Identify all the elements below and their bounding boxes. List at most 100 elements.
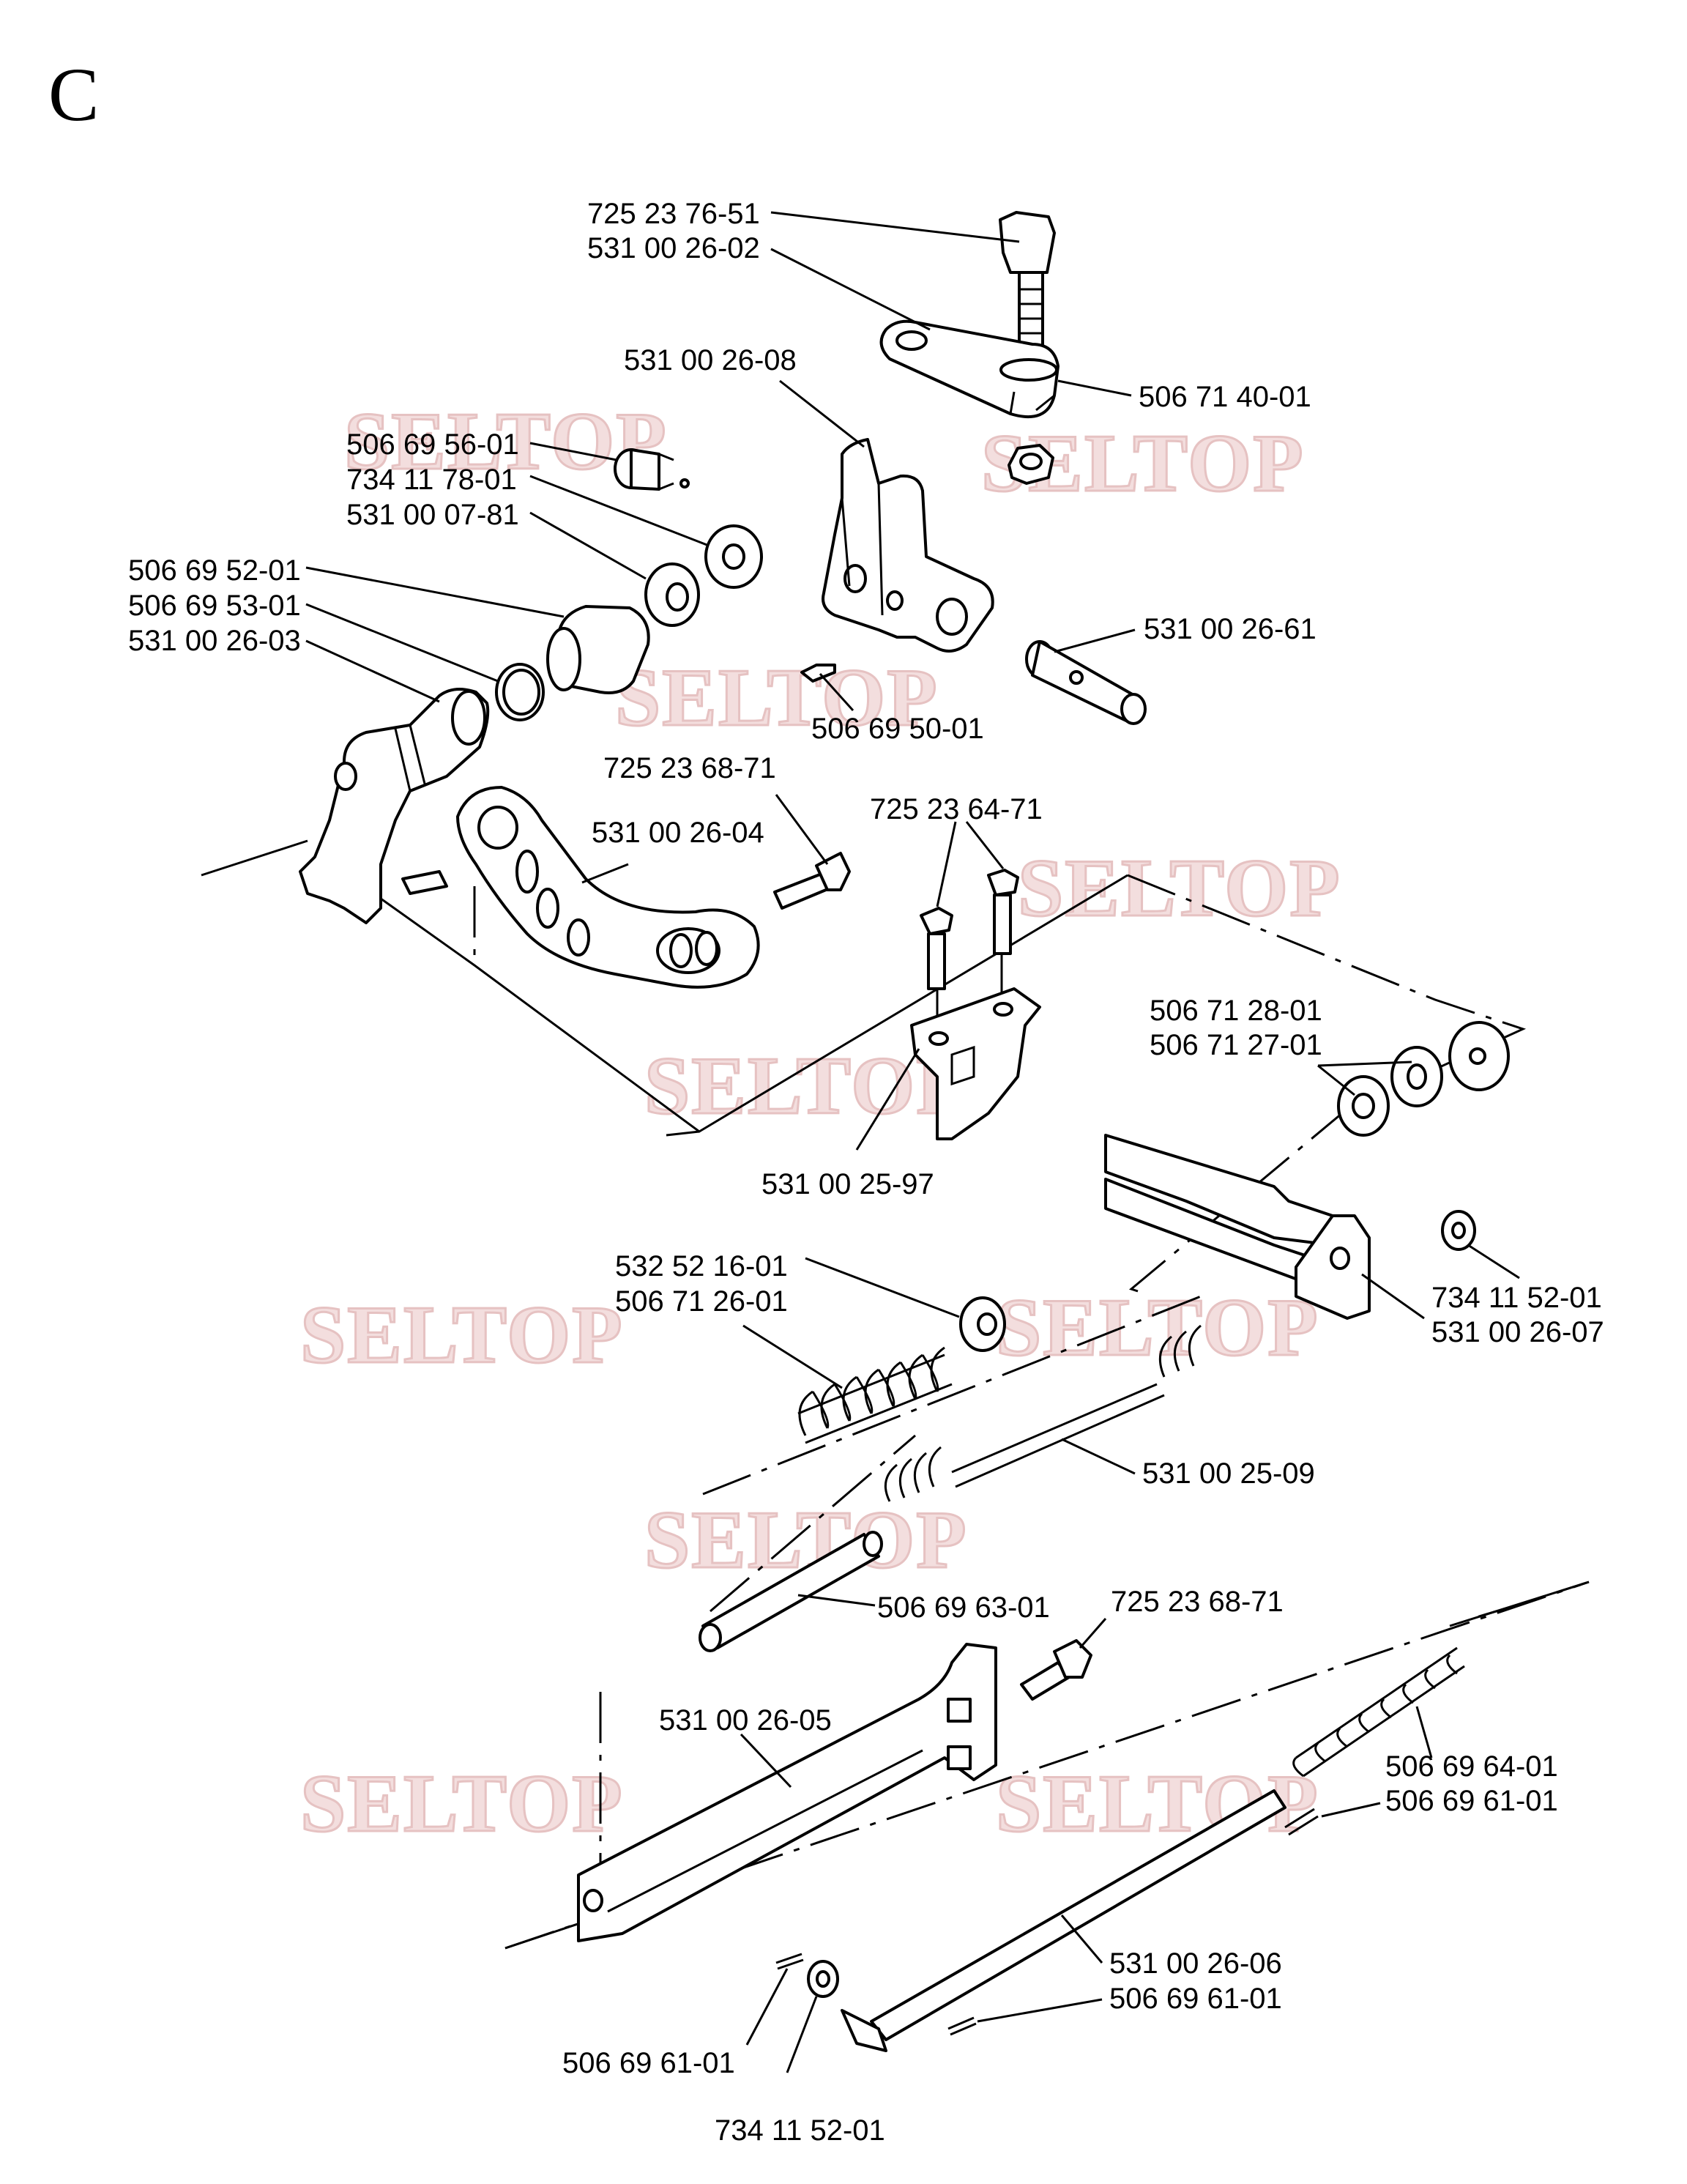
label-506696101a: 506 69 61-01 (1385, 1785, 1558, 1817)
leader-531002509 (1061, 1438, 1136, 1475)
leader-734117801 (529, 475, 710, 547)
label-506696301: 506 69 63-01 (877, 1591, 1050, 1624)
label-506695601: 506 69 56-01 (346, 428, 519, 461)
label-531002602: 531 00 26-02 (587, 232, 760, 264)
leader-531002607 (1361, 1273, 1425, 1320)
leader-734115201b (786, 1996, 818, 2073)
screw-lower (1020, 1639, 1092, 1701)
leader-734115201a (1467, 1244, 1520, 1279)
label-531002661: 531 00 26-61 (1144, 613, 1317, 645)
label-506695301: 506 69 53-01 (128, 590, 301, 622)
nut (1008, 444, 1054, 485)
watermark-4: SELTOP (1018, 843, 1341, 934)
cotter-washer-lower-left (775, 1953, 839, 1998)
leader-506696401 (1415, 1706, 1433, 1758)
leader-506712701 (1317, 1061, 1412, 1096)
cotter-pin-lower (947, 2016, 977, 2036)
watermark-9: SELTOP (300, 1758, 624, 1849)
pin-slide (699, 1531, 883, 1652)
label-506714001: 506 71 40-01 (1139, 381, 1311, 413)
screws-pair (920, 869, 1019, 1040)
leader-725236871b (1079, 1618, 1107, 1649)
leader-531002604 (581, 863, 629, 884)
label-734117801: 734 11 78-01 (346, 464, 517, 496)
long-lever (577, 1643, 997, 1942)
leader-532521601 (805, 1257, 960, 1318)
label-531002509: 531 00 25-09 (1142, 1457, 1315, 1490)
label-725236471: 725 23 64-71 (870, 793, 1043, 825)
spring-large (797, 1346, 953, 1444)
leader-506714001 (1057, 379, 1132, 397)
leader-531002605 (740, 1733, 792, 1789)
section-letter: C (48, 53, 99, 137)
label-506695201: 506 69 52-01 (128, 554, 301, 587)
label-506695001: 506 69 50-01 (811, 713, 984, 745)
screw-upper (773, 852, 851, 910)
label-531002597: 531 00 25-97 (761, 1168, 934, 1200)
roll-pin (800, 664, 836, 683)
label-725237651: 725 23 76-51 (587, 198, 760, 230)
leader-531002608 (779, 379, 865, 448)
label-506696101b: 506 69 61-01 (1109, 1983, 1282, 2015)
spring-long (1292, 1646, 1465, 1778)
label-734115201b: 734 11 52-01 (715, 2114, 885, 2147)
watermark-5: SELTOP (644, 1041, 968, 1132)
ring (495, 663, 545, 721)
cotter-pin-right (1284, 1808, 1319, 1836)
leader-506695301 (305, 603, 499, 683)
leader-506712601 (742, 1324, 843, 1389)
watermark-1: SELTOP (344, 396, 668, 487)
label-531002608: 531 00 26-08 (624, 344, 797, 376)
mount-bracket (910, 987, 1041, 1140)
bolt-top (999, 211, 1056, 354)
label-531002604: 531 00 26-04 (592, 817, 764, 849)
rod-springs (884, 1324, 1202, 1502)
label-506696401: 506 69 64-01 (1385, 1750, 1558, 1783)
label-532521601: 532 52 16-01 (615, 1250, 788, 1282)
label-725236871b: 725 23 68-71 (1111, 1586, 1284, 1618)
label-531000781: 531 00 07-81 (346, 499, 519, 531)
washer-spring-end (959, 1296, 1006, 1352)
leader-506696101b (977, 1998, 1103, 2023)
shaft-housing (299, 688, 490, 924)
bushing (546, 605, 650, 694)
rod-axis (702, 1295, 1202, 1613)
washer-small-right (1441, 1210, 1476, 1251)
leader-531002606 (1060, 1914, 1103, 1964)
guide-lever (1104, 1134, 1371, 1320)
part-drawings (299, 211, 1510, 2052)
leader-725236871a (775, 794, 829, 865)
leader-lines (305, 211, 1520, 2073)
washers-right (1337, 1021, 1510, 1137)
leader-531002661 (1054, 628, 1136, 653)
watermark-7: SELTOP (996, 1282, 1319, 1373)
label-531002606: 531 00 26-06 (1109, 1947, 1282, 1980)
curved-arm (456, 786, 760, 989)
assembly-frames (201, 839, 1590, 1950)
leader-725236471 (936, 821, 1005, 907)
leader-506696101c (745, 1968, 789, 2046)
upper-frame (201, 839, 1128, 1133)
label-506712701: 506 71 27-01 (1150, 1029, 1322, 1061)
bracket-upright (822, 438, 994, 653)
washer-large (704, 524, 763, 589)
label-734115201a: 734 11 52-01 (1431, 1282, 1602, 1314)
leader-531002603 (305, 639, 440, 703)
label-531002603: 531 00 26-03 (128, 625, 301, 657)
leader-506695001 (819, 672, 854, 712)
label-506712601: 506 71 26-01 (615, 1285, 788, 1318)
leader-506696101a (1321, 1802, 1381, 1818)
label-725236871a: 725 23 68-71 (603, 752, 776, 784)
leader-506695201 (305, 566, 565, 618)
pin-short (614, 448, 690, 491)
leader-725237651 (770, 211, 1020, 243)
pin-long (1025, 640, 1147, 725)
label-506712801: 506 71 28-01 (1150, 995, 1322, 1027)
label-506696101c: 506 69 61-01 (562, 2047, 735, 2079)
link-rod (841, 1789, 1286, 2052)
leader-506696301 (797, 1594, 876, 1607)
watermark-3: SELTOP (615, 653, 939, 743)
link-plate (879, 319, 1060, 419)
washer-medium (644, 562, 700, 627)
